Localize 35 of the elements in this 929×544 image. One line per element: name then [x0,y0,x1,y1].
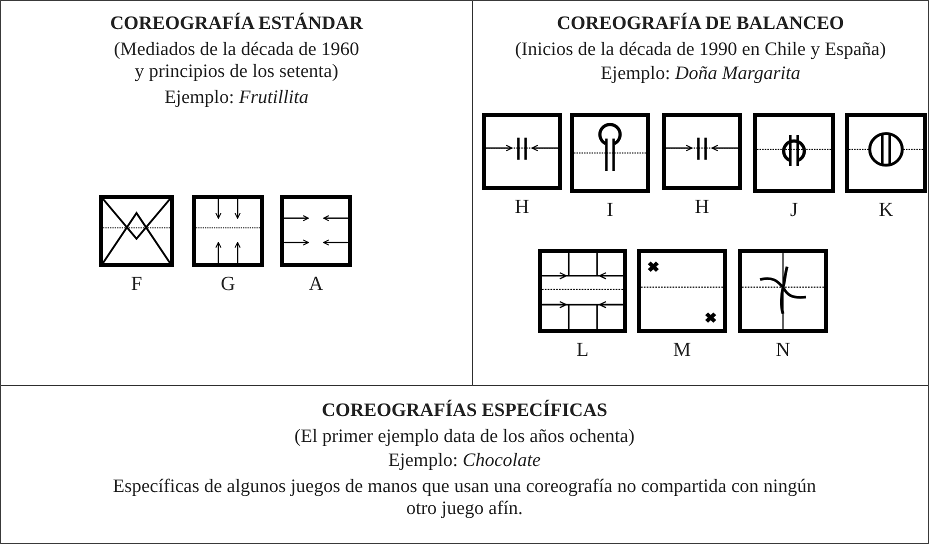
description-text: Específicas de algunos juegos de manos que usan una coreografía no compartida con ningún otro juego afín. [112,476,818,520]
table-cell [472,0,929,386]
period-note: (El primer ejemplo data de los años ochenta) [293,426,636,448]
choreography-diagram [280,195,352,267]
diagram-letter: N [774,339,792,362]
diagram-letter: F [130,273,144,296]
section-heading: COREOGRAFÍA ESTÁNDAR [109,13,364,35]
table-cell [0,385,929,544]
choreography-diagram [99,195,174,267]
example-text: Ejemplo: Chocolate [387,450,542,472]
diagram-letter: L [575,339,590,362]
choreography-diagram [192,195,264,267]
example-text: Ejemplo: Frutillita [163,87,310,109]
choreography-diagram [662,113,742,190]
diagram-letter: H [514,196,530,219]
choreography-diagram [637,249,727,333]
period-note: (Mediados de la década de 1960 y principios de los setenta) [113,39,360,83]
diagram-letter: J [789,199,799,222]
section-heading: COREOGRAFÍA DE BALANCEO [556,13,846,35]
example-text: Ejemplo: Doña Margarita [600,63,802,85]
choreography-diagram [845,113,927,193]
table-cell [0,0,473,386]
diagram-letter: M [672,339,692,362]
choreography-diagram [482,113,562,190]
diagram-letter: K [878,199,894,222]
choreography-diagram [738,249,828,333]
section-heading: COREOGRAFÍAS ESPECÍFICAS [320,400,608,422]
choreography-diagram [753,113,835,193]
diagram-letter: I [606,199,614,222]
diagram-letter: G [220,273,236,296]
diagram-letter: A [308,273,324,296]
period-note: (Inicios de la década de 1990 en Chile y España) [514,39,887,61]
diagram-letter: H [694,196,710,219]
choreography-diagram [570,113,650,193]
choreography-diagram [538,249,627,333]
